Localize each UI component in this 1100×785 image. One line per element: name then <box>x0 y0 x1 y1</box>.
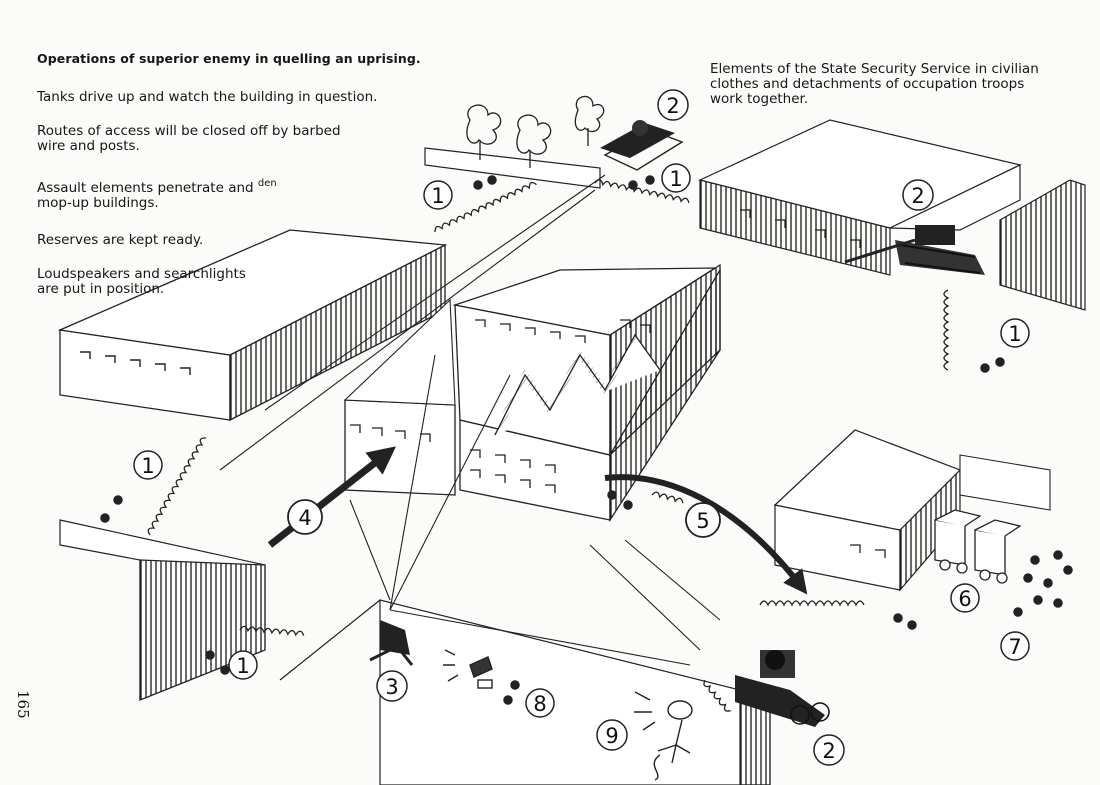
svg-text:1: 1 <box>1008 322 1021 346</box>
marker-2-right: 2 <box>902 179 934 211</box>
marker-2-bottom: 2 <box>813 734 845 766</box>
svg-text:1: 1 <box>431 184 444 208</box>
marker-1-top-left: 1 <box>423 180 453 210</box>
caption-line-tanks: Tanks drive up and watch the building in… <box>37 89 378 105</box>
tank-top <box>600 120 684 171</box>
svg-text:2: 2 <box>666 94 679 118</box>
caption-line-assault-2: mop-up buildings. <box>37 195 159 211</box>
marker-1-right: 1 <box>1000 318 1030 348</box>
svg-text:2: 2 <box>822 739 835 763</box>
caption-line-loudspeakers-2: are put in position. <box>37 281 165 297</box>
svg-text:1: 1 <box>141 454 154 478</box>
marker-1-bottom-left: 1 <box>228 650 258 680</box>
caption-line-routes-2: wire and posts. <box>37 138 140 154</box>
soldiers <box>100 175 1073 705</box>
svg-text:6: 6 <box>958 587 971 611</box>
upper-wall <box>424 95 605 189</box>
svg-text:4: 4 <box>298 506 311 530</box>
marker-1-left: 1 <box>133 450 163 480</box>
tank-right <box>844 225 985 275</box>
svg-text:5: 5 <box>696 509 709 533</box>
svg-text:9: 9 <box>605 724 618 748</box>
left-building <box>57 229 448 422</box>
svg-text:8: 8 <box>533 692 546 716</box>
page-number: 165 <box>14 690 32 719</box>
caption-title: Operations of superior enemy in quelling… <box>37 51 421 66</box>
marker-1-top-right: 1 <box>661 163 691 193</box>
marker-2-top: 2 <box>657 89 689 121</box>
svg-text:1: 1 <box>669 167 682 191</box>
marker-9: 9 <box>596 719 628 751</box>
caption-line-routes-1: Routes of access will be closed off by b… <box>37 123 341 139</box>
caption-line-reserves: Reserves are kept ready. <box>37 232 204 248</box>
marker-8: 8 <box>525 688 555 718</box>
caption-line-loudspeakers-1: Loudspeakers and searchlights <box>37 266 246 282</box>
right-lower-building <box>773 429 1051 592</box>
svg-text:7: 7 <box>1008 635 1021 659</box>
loudspeaker-8 <box>443 649 493 689</box>
marker-4: 4 <box>287 499 323 535</box>
note-line-2: clothes and detachments of occupation tr… <box>710 76 1025 92</box>
note-line-3: work together. <box>710 91 809 107</box>
right-upper-building <box>698 119 1086 311</box>
trucks <box>934 509 1022 584</box>
caption-superscript: den <box>257 178 277 189</box>
road-lines <box>219 174 721 666</box>
barbed-wire <box>147 179 950 712</box>
marker-6: 6 <box>950 583 980 613</box>
svg-text:1: 1 <box>236 654 249 678</box>
searchlight-3 <box>369 620 414 666</box>
marker-5: 5 <box>685 502 721 538</box>
svg-text:2: 2 <box>911 184 924 208</box>
note-line-1: Elements of the State Security Service i… <box>710 61 1039 77</box>
svg-text:3: 3 <box>385 675 398 699</box>
caption-line-assault-1: Assault elements penetrate and den <box>37 178 277 196</box>
tank-bottom <box>735 650 830 727</box>
marker-7: 7 <box>1000 631 1030 661</box>
searchlight-9 <box>634 691 693 781</box>
arrows <box>267 446 808 595</box>
marker-3: 3 <box>376 670 408 702</box>
lower-right-building <box>279 599 771 785</box>
